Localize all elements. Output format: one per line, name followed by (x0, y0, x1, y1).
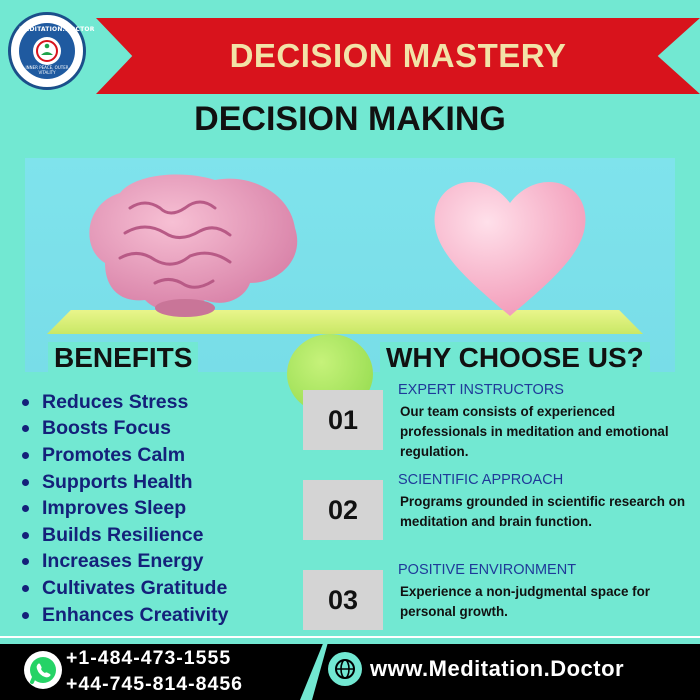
bullet-icon (22, 398, 29, 406)
benefit-label: Boosts Focus (42, 417, 171, 440)
bullet-icon (22, 584, 29, 592)
list-item: Cultivates Gratitude (22, 575, 302, 602)
list-item: Builds Resilience (22, 522, 302, 549)
benefit-label: Supports Health (42, 470, 193, 493)
item-description: Programs grounded in scientific research… (400, 494, 685, 529)
benefits-list: Reduces Stress Boosts Focus Promotes Cal… (22, 389, 302, 628)
bullet-icon (22, 531, 29, 539)
benefit-label: Builds Resilience (42, 523, 204, 546)
item-number: 02 (303, 480, 383, 540)
list-item: Enhances Creativity (22, 602, 302, 629)
item-title: POSITIVE ENVIRONMENT (398, 562, 577, 578)
bullet-icon (22, 478, 29, 486)
heart-icon (434, 182, 586, 316)
item-number: 01 (303, 390, 383, 450)
title-ribbon (96, 18, 700, 94)
list-item: Improves Sleep (22, 495, 302, 522)
list-item: Increases Energy (22, 549, 302, 576)
footer-website-bar (312, 644, 700, 700)
balance-illustration (25, 158, 675, 414)
bullet-icon (22, 505, 29, 513)
bullet-icon (22, 451, 29, 459)
item-description: Experience a non-judgmental space for pe… (400, 584, 651, 619)
brain-icon (89, 174, 298, 317)
logo-emblem: MEDITATION.DOCTOR INNER PEACE, OUTER VIT… (19, 23, 95, 79)
benefit-label: Improves Sleep (42, 497, 187, 520)
list-item: Reduces Stress (22, 389, 302, 416)
benefits-heading: BENEFITS (48, 342, 199, 374)
banner-title: DECISION MASTERY (229, 37, 567, 74)
logo-name: MEDITATION.DOCTOR (19, 26, 95, 33)
balance-beam (47, 310, 643, 334)
bullet-icon (22, 558, 29, 566)
bullet-icon (22, 611, 29, 619)
benefit-label: Increases Energy (42, 550, 204, 573)
benefit-label: Promotes Calm (42, 443, 186, 466)
benefit-label: Enhances Creativity (42, 603, 229, 626)
item-title: EXPERT INSTRUCTORS (398, 382, 564, 398)
page-subtitle: DECISION MAKING (194, 100, 506, 138)
list-item: Boosts Focus (22, 416, 302, 443)
benefit-label: Reduces Stress (42, 390, 189, 413)
footer-divider (0, 636, 700, 638)
phone-number-us[interactable]: +1-484-473-1555 (66, 647, 232, 669)
benefit-label: Cultivates Gratitude (42, 576, 228, 599)
list-item: Promotes Calm (22, 442, 302, 469)
phone-number-uk[interactable]: +44-745-814-8456 (66, 673, 244, 695)
globe-icon[interactable] (328, 652, 362, 686)
bullet-icon (22, 425, 29, 433)
why-choose-us-heading: WHY CHOOSE US? (380, 342, 650, 374)
logo-tagline: INNER PEACE, OUTER VITALITY (25, 65, 69, 75)
item-number: 03 (303, 570, 383, 630)
item-title: SCIENTIFIC APPROACH (398, 472, 564, 488)
item-description: Our team consists of experienced profess… (400, 404, 669, 459)
brand-logo[interactable]: MEDITATION.DOCTOR INNER PEACE, OUTER VIT… (8, 12, 95, 90)
whatsapp-icon[interactable] (24, 651, 62, 689)
list-item: Supports Health (22, 469, 302, 496)
website-link[interactable]: www.Meditation.Doctor (370, 656, 625, 681)
meditation-figure-icon (33, 37, 61, 65)
